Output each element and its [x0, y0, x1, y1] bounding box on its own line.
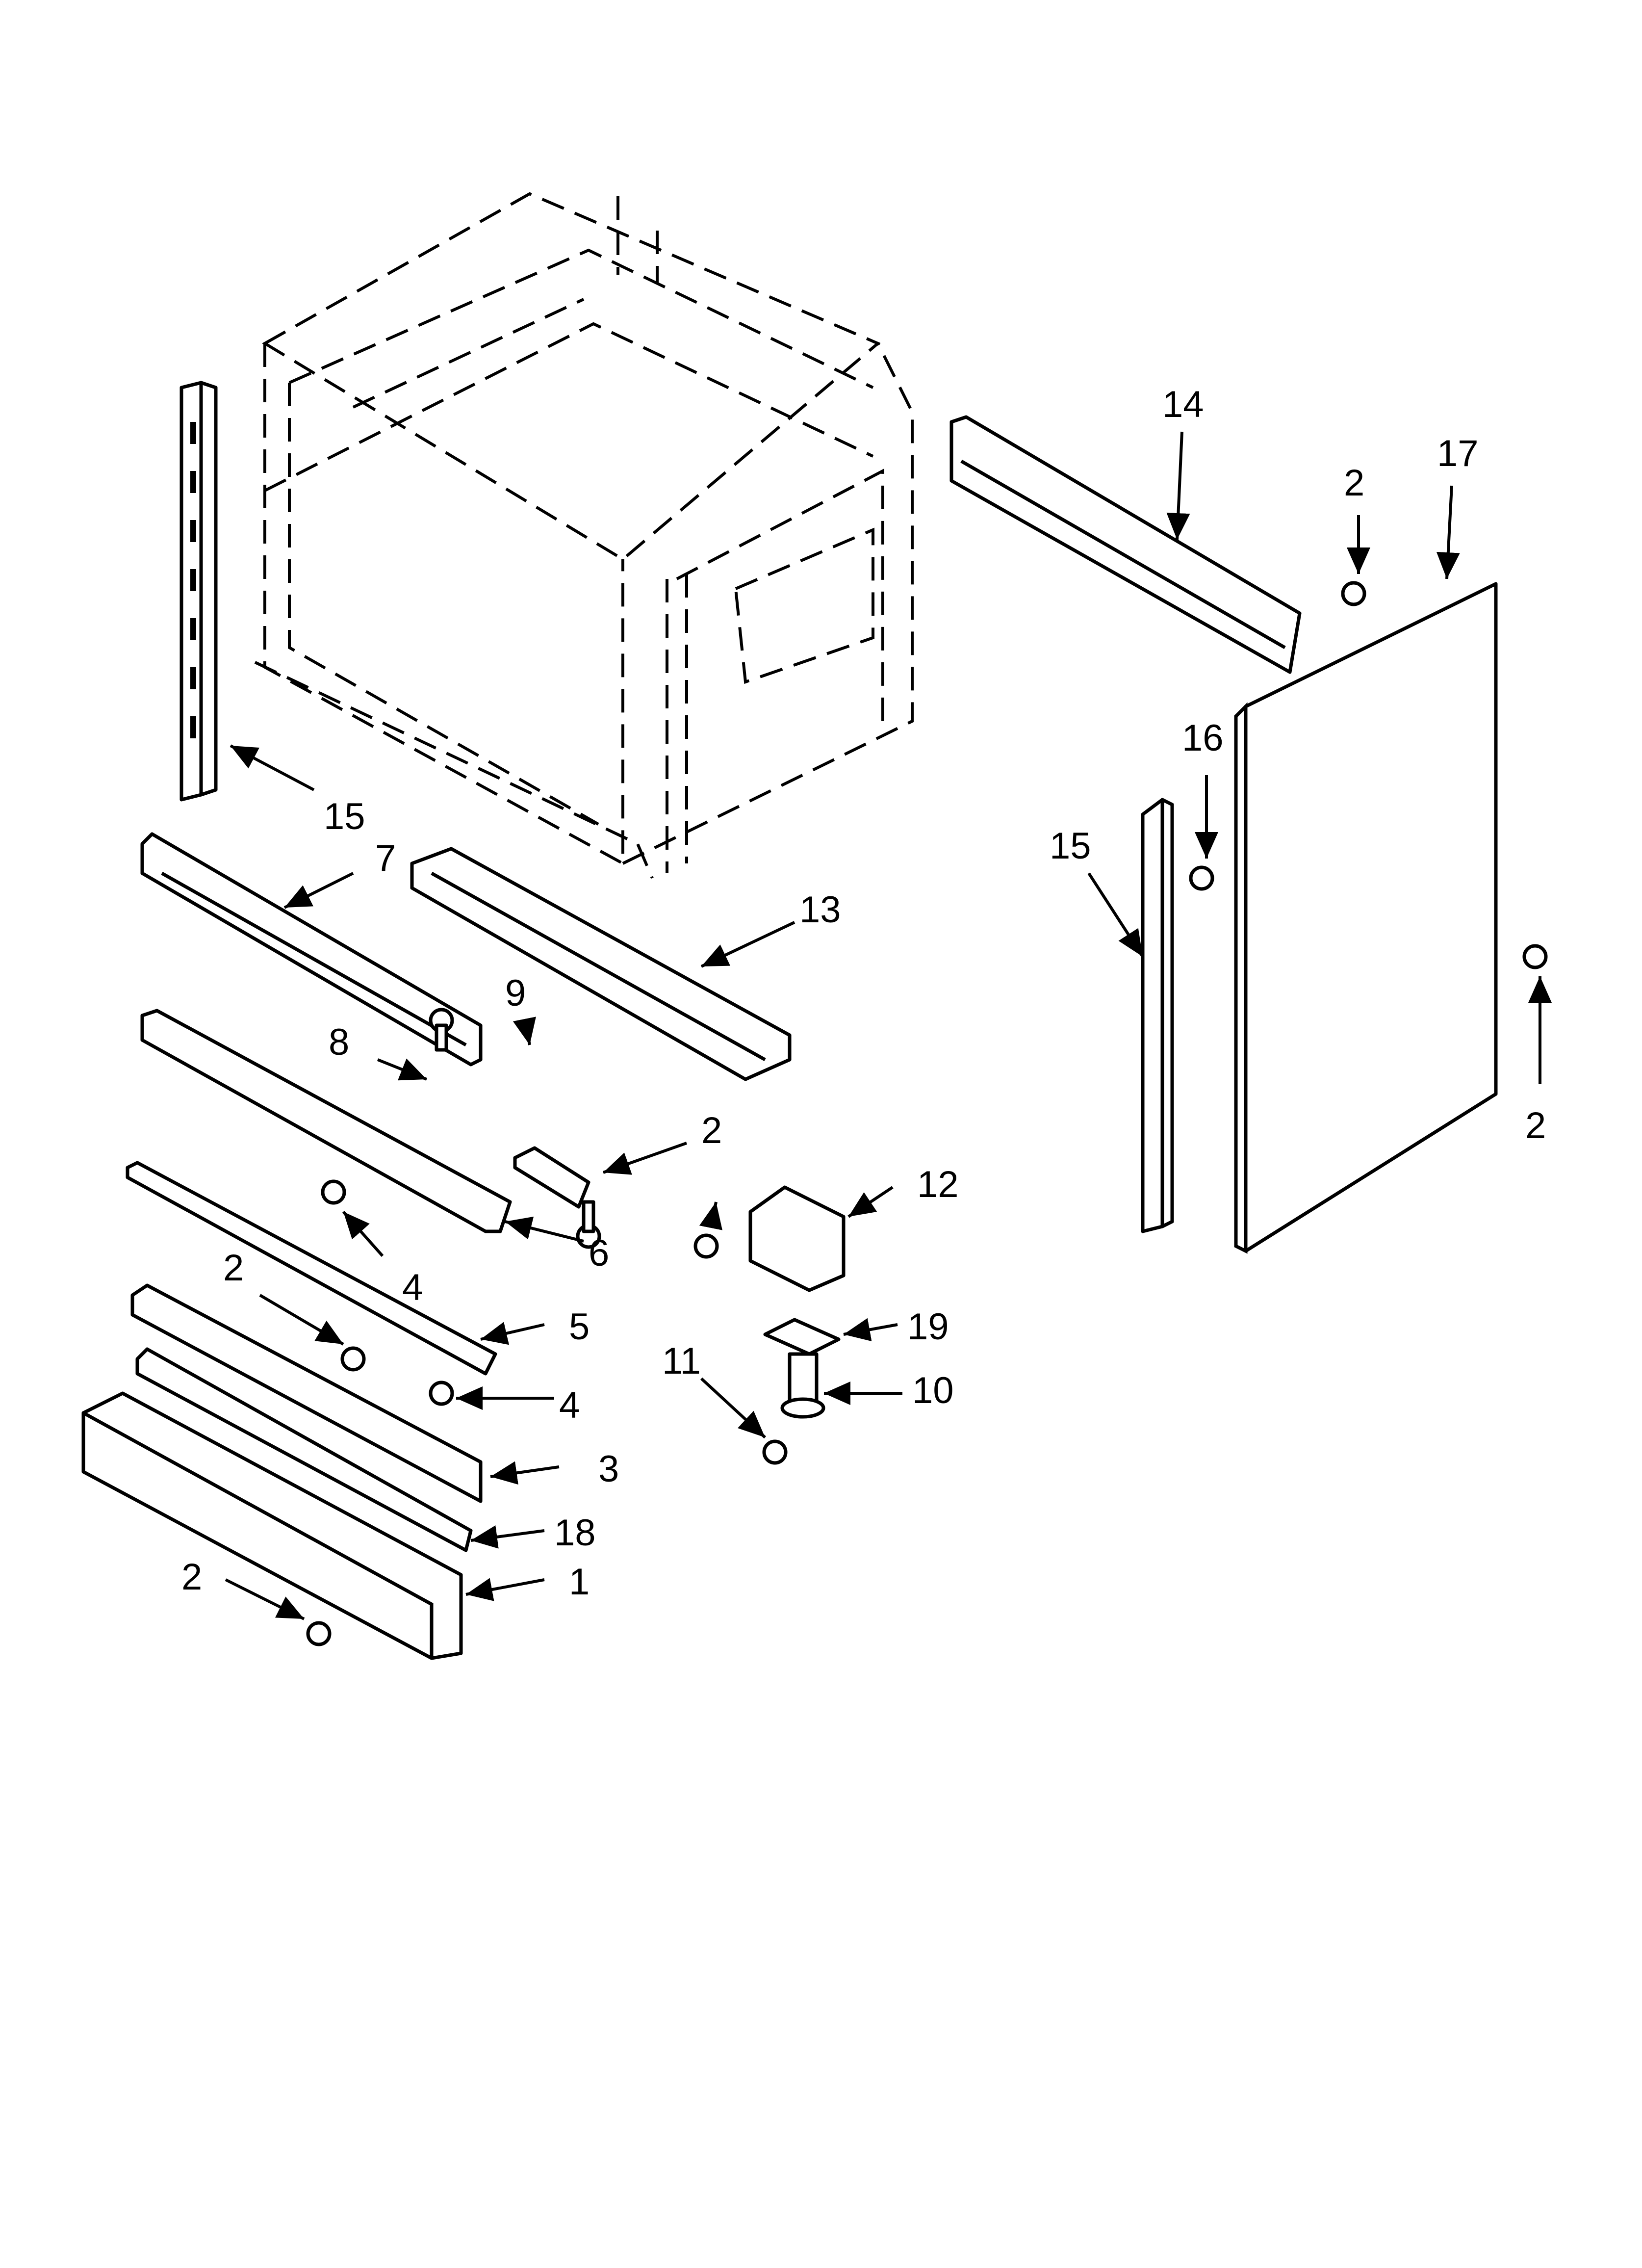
label-12: 12 [917, 1164, 959, 1205]
screw-2c[interactable] [306, 1621, 332, 1646]
screw-2e[interactable] [1522, 944, 1548, 969]
label-11: 11 [662, 1340, 701, 1382]
label-15-left: 15 [324, 796, 365, 837]
label-18: 18 [554, 1512, 596, 1554]
label-7: 7 [375, 837, 396, 879]
label-8: 8 [329, 1021, 349, 1063]
cabinet-outline [254, 192, 914, 879]
screw-4a[interactable] [321, 1179, 346, 1205]
label-17: 17 [1437, 433, 1479, 474]
leveling-leg-10[interactable] [780, 1352, 825, 1419]
label-4a: 4 [402, 1267, 423, 1308]
label-2a: 2 [701, 1110, 722, 1151]
label-6: 6 [589, 1232, 609, 1274]
leader-lines [225, 431, 1552, 1620]
kick-plate-1[interactable] [81, 1391, 463, 1660]
rail-15-right[interactable] [1141, 798, 1174, 1233]
rail-13[interactable] [410, 847, 792, 1081]
panel-5[interactable] [126, 1161, 497, 1376]
screw-2d[interactable] [1341, 581, 1366, 606]
label-2d: 2 [1344, 462, 1364, 504]
trim-6[interactable] [140, 1009, 512, 1233]
rail-15-left[interactable] [180, 381, 218, 802]
label-10: 10 [912, 1370, 954, 1411]
rail-7[interactable] [140, 832, 483, 1067]
side-panel-17[interactable] [1234, 582, 1498, 1254]
label-14: 14 [1162, 384, 1204, 425]
panel-3[interactable] [130, 1283, 483, 1503]
label-2e: 2 [1525, 1105, 1546, 1147]
label-15-right: 15 [1050, 825, 1091, 867]
label-16: 16 [1182, 717, 1224, 759]
label-3: 3 [598, 1448, 619, 1490]
label-19: 19 [907, 1306, 949, 1348]
label-2b: 2 [223, 1247, 244, 1289]
screw-8[interactable] [429, 1008, 454, 1052]
screw-11[interactable] [762, 1439, 788, 1465]
label-5: 5 [569, 1306, 590, 1348]
label-13: 13 [799, 889, 841, 931]
screw-4b[interactable] [429, 1381, 454, 1406]
screw-2b[interactable] [340, 1346, 366, 1372]
panel-18[interactable] [135, 1347, 473, 1552]
bracket-9[interactable] [513, 1146, 590, 1209]
leveling-plate-19[interactable] [763, 1318, 841, 1356]
label-2c: 2 [181, 1556, 202, 1598]
label-9: 9 [505, 972, 526, 1014]
brace-14[interactable] [949, 415, 1302, 674]
label-1: 1 [569, 1561, 590, 1603]
label-4b: 4 [559, 1384, 580, 1426]
bracket-12[interactable] [748, 1185, 846, 1292]
screw-16[interactable] [1189, 865, 1214, 891]
screw-2-bracket12[interactable] [693, 1233, 719, 1259]
